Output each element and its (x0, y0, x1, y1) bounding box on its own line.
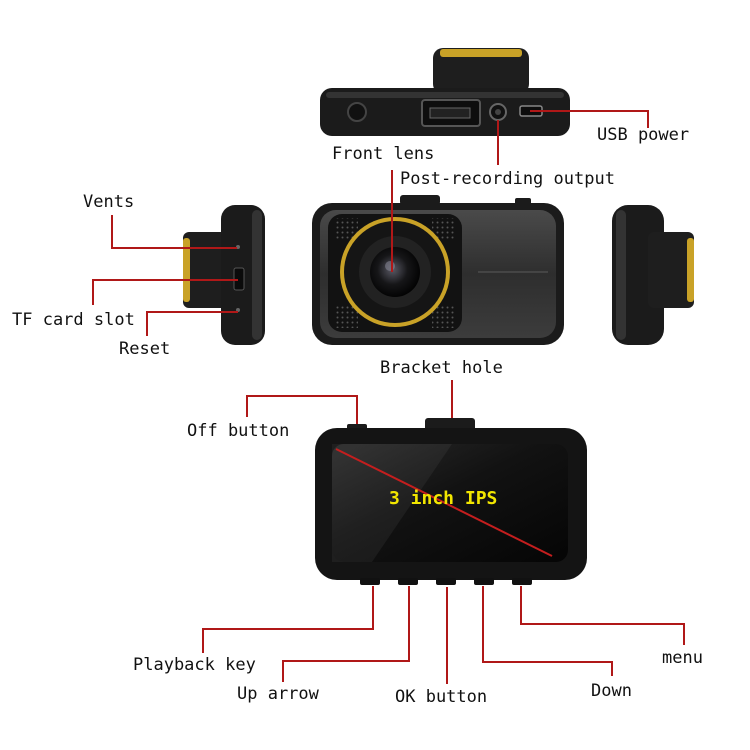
leader-menu (520, 586, 685, 645)
top-view (320, 48, 570, 136)
back-view (315, 418, 587, 585)
label-menu: menu (662, 648, 703, 668)
label-up-arrow: Up arrow (237, 684, 319, 704)
top-lens-gold-ring (440, 49, 522, 57)
leader-down (482, 586, 613, 676)
label-usb-power: USB power (597, 125, 690, 145)
left-side-view (183, 205, 265, 345)
leader-lines (92, 110, 685, 684)
leader-off-button (246, 395, 358, 424)
leader-tf-card (92, 279, 238, 305)
label-off-button: Off button (187, 421, 290, 441)
front-lens-glass (370, 247, 420, 297)
left-side-gold-ring (183, 238, 190, 302)
label-post-recording-output: Post-recording output (400, 169, 615, 189)
leader-reset (146, 311, 238, 336)
label-ok-button: OK button (395, 687, 488, 707)
front-view (312, 195, 564, 345)
back-screen (332, 444, 568, 562)
label-reset: Reset (119, 339, 171, 359)
leader-playback (202, 586, 374, 653)
right-side-view (612, 205, 694, 345)
label-vents: Vents (83, 192, 135, 212)
label-down: Down (591, 681, 632, 701)
top-lens-barrel (433, 48, 529, 94)
label-playback-key: Playback key (133, 655, 256, 675)
leader-vents (111, 215, 237, 249)
screen-size-label: 3 inch IPS (389, 488, 498, 509)
right-side-gold-ring (687, 238, 694, 302)
leader-up-arrow (282, 586, 410, 682)
leader-usb-power (530, 110, 649, 128)
label-tf-card-slot: TF card slot (12, 310, 135, 330)
label-bracket-hole: Bracket hole (380, 358, 503, 378)
screen-diagonal (335, 448, 553, 557)
top-round-button (347, 102, 367, 122)
label-front-lens: Front lens (332, 144, 435, 164)
bottom-button-bumps (360, 578, 532, 585)
